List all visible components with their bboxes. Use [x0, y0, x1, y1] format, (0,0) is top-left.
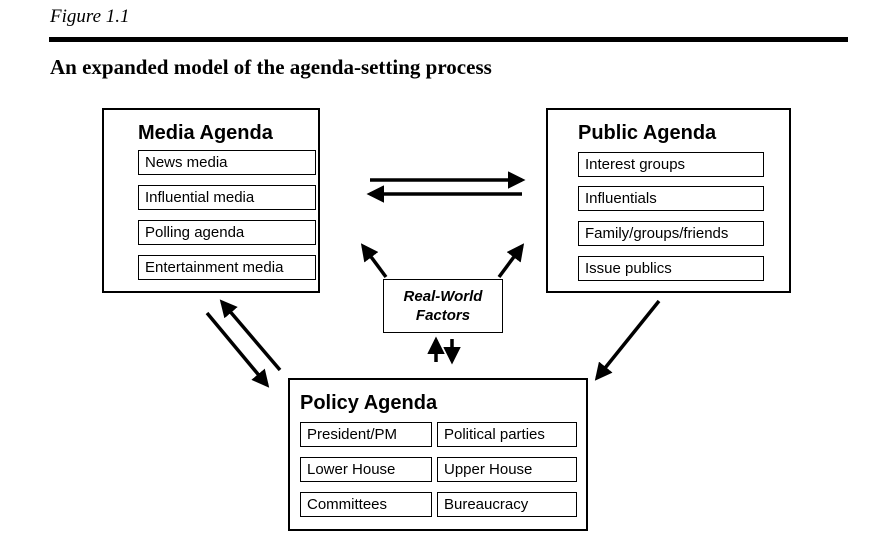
- media-agenda-title: Media Agenda: [138, 122, 273, 144]
- public-item-issue-publics: Issue publics: [578, 256, 764, 281]
- media-item-polling-agenda: Polling agenda: [138, 220, 316, 245]
- policy-item-upper-house: Upper House: [437, 457, 577, 482]
- arrow-public-to-policy: [594, 299, 661, 381]
- policy-item-lower-house: Lower House: [300, 457, 432, 482]
- arrow-media-to-policy: [205, 311, 270, 388]
- policy-item-political-parties: Political parties: [437, 422, 577, 447]
- public-agenda-title: Public Agenda: [578, 122, 717, 144]
- media-item-influential-media: Influential media: [138, 185, 316, 210]
- figure-title: An expanded model of the agenda-setting …: [50, 55, 492, 79]
- policy-item-committees: Committees: [300, 492, 432, 517]
- arrow-policy-to-media: [219, 299, 282, 372]
- arrow-realworld-to-media: [360, 243, 388, 279]
- public-item-influentials: Influentials: [578, 186, 764, 211]
- public-item-family-groups-friends: Family/groups/friends: [578, 221, 764, 246]
- public-item-interest-groups: Interest groups: [578, 152, 764, 177]
- media-agenda-box: Media Agenda News media Influential medi…: [102, 108, 320, 293]
- figure-label: Figure 1.1: [50, 6, 130, 27]
- title-rule: [49, 37, 848, 42]
- factors-label: Factors: [415, 307, 471, 324]
- media-item-news-media: News media: [138, 150, 316, 175]
- real-world-factors-box: Real-World Factors: [383, 279, 503, 333]
- real-world-label: Real-World: [403, 288, 483, 305]
- policy-item-bureaucracy: Bureaucracy: [437, 492, 577, 517]
- policy-agenda-box: Policy Agenda President/PM Political par…: [288, 378, 588, 531]
- media-item-entertainment-media: Entertainment media: [138, 255, 316, 280]
- public-agenda-box: Public Agenda Interest groups Influentia…: [546, 108, 791, 293]
- policy-agenda-title: Policy Agenda: [300, 392, 438, 414]
- policy-item-president-pm: President/PM: [300, 422, 432, 447]
- arrow-realworld-to-public: [497, 243, 525, 279]
